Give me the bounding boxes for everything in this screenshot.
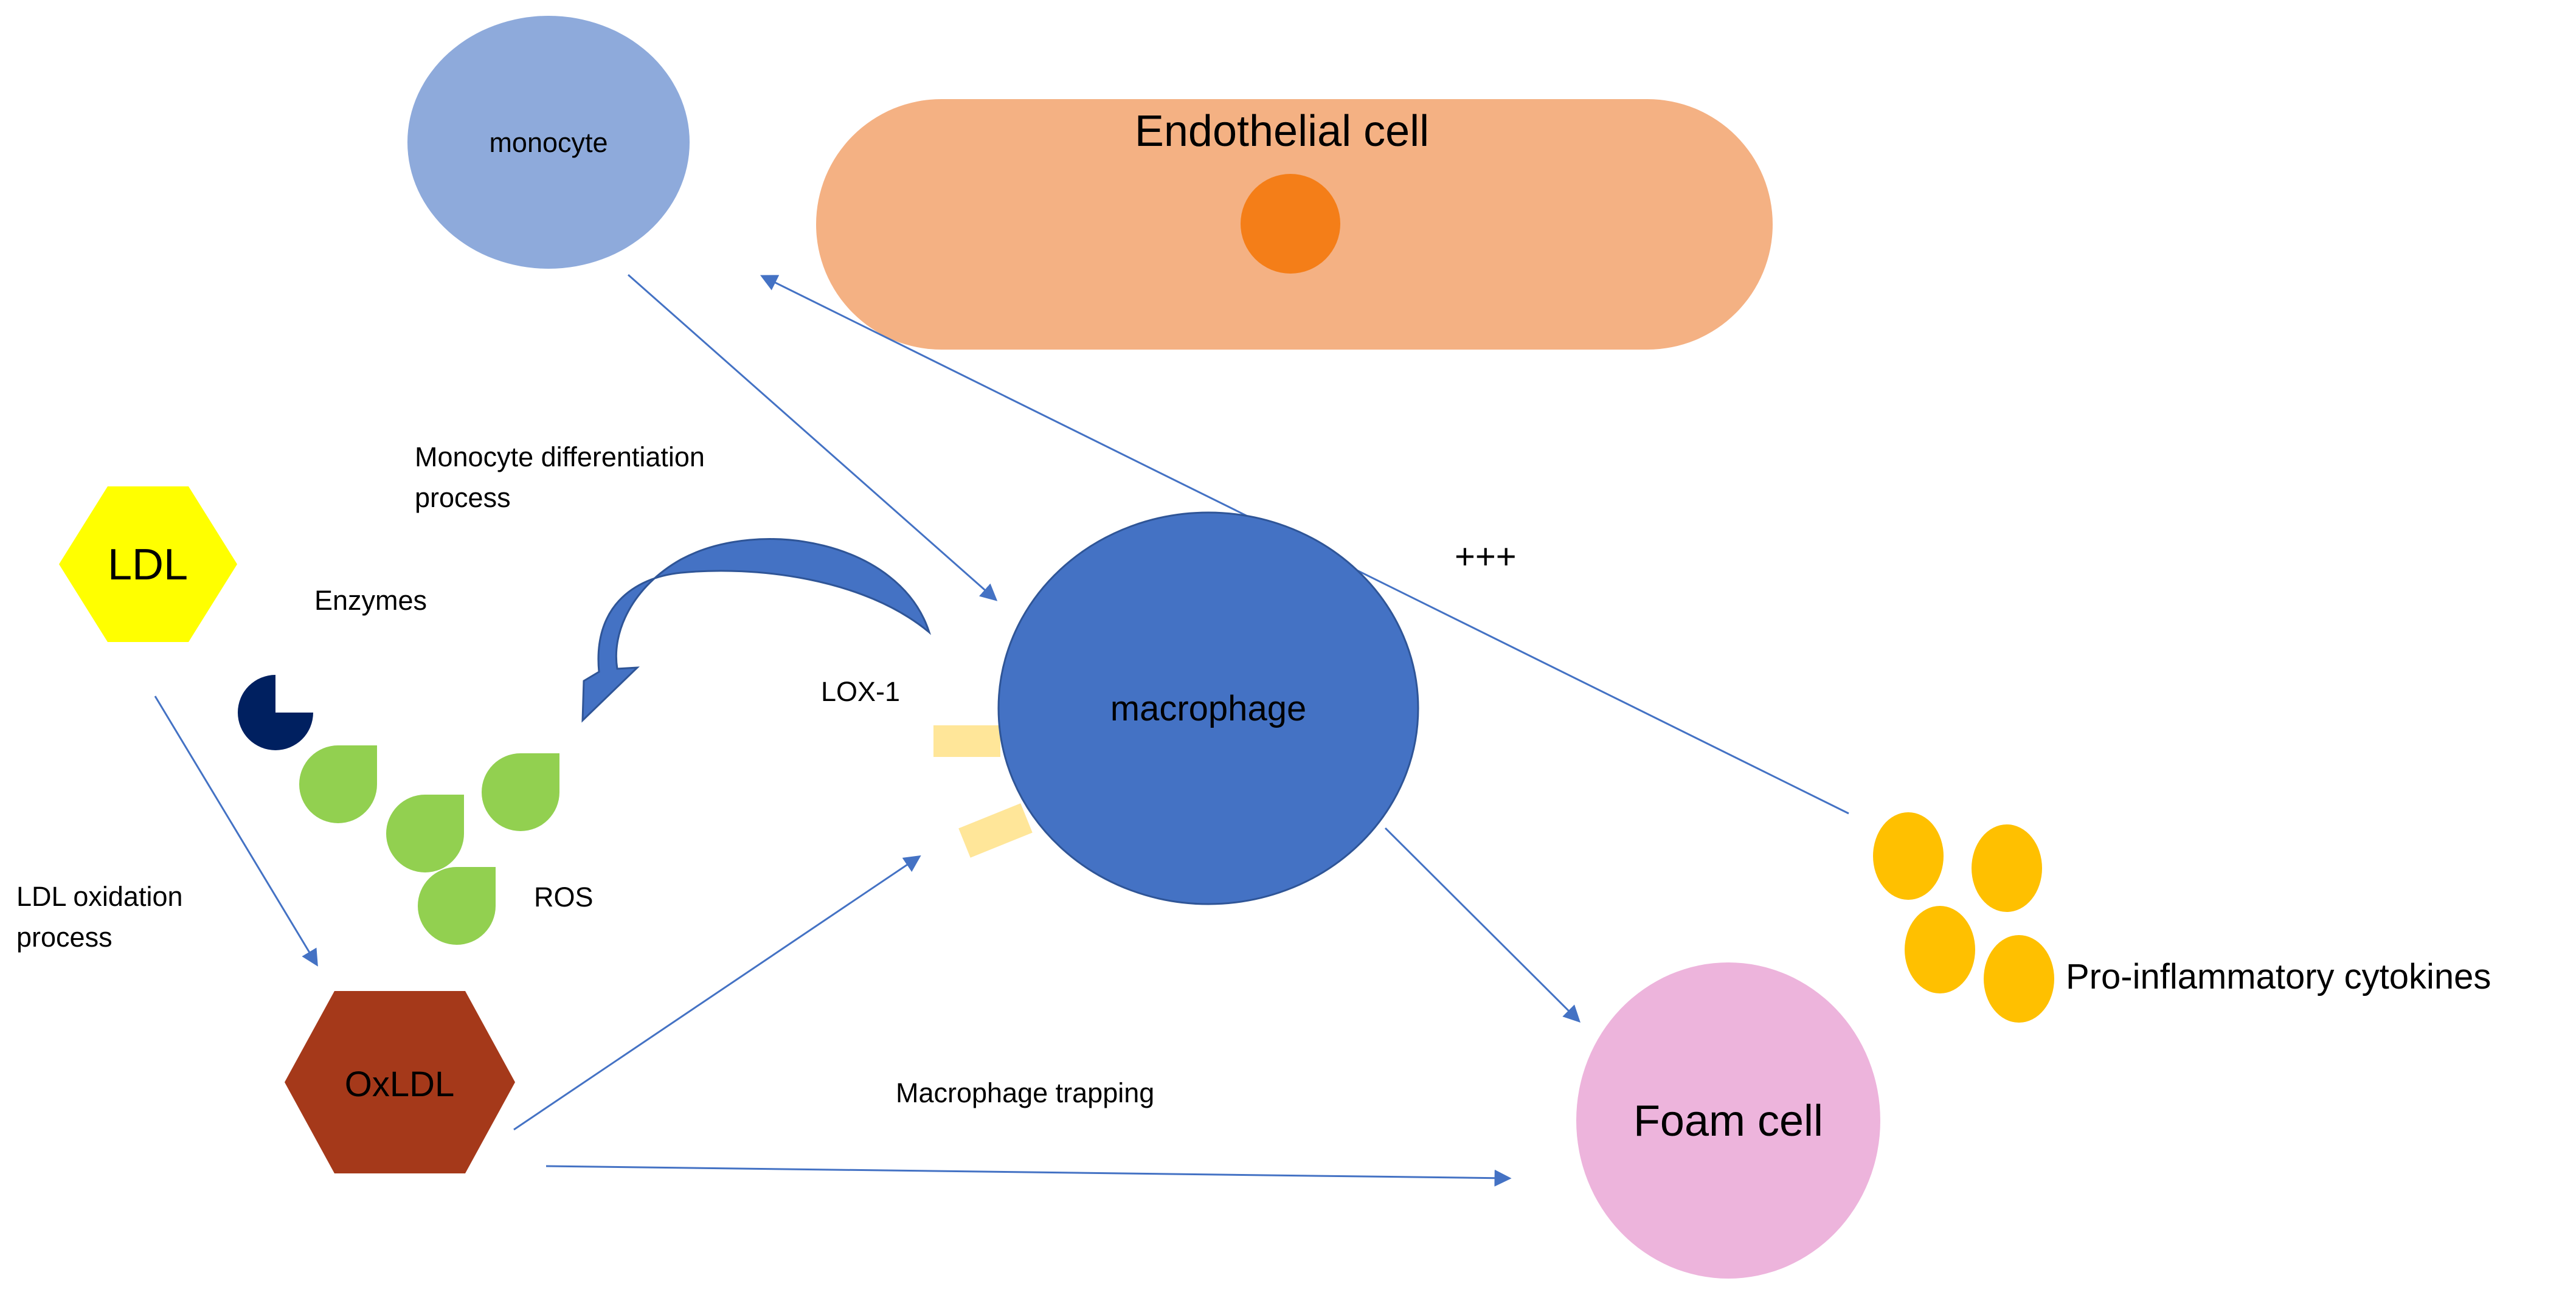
cytokine-particle: [1984, 935, 2054, 1023]
ldl-label: LDL: [108, 540, 188, 589]
monocyte-label: monocyte: [489, 127, 608, 158]
ldl-oxidation-label-line2: process: [16, 922, 113, 953]
cytokine-particle: [1873, 812, 1944, 900]
macrophage-label: macrophage: [1110, 689, 1306, 728]
ros-droplet-icon: [386, 795, 464, 872]
arrow-ldl-to-oxldl: [154, 696, 318, 967]
oxldl-hexagon: [285, 991, 515, 1173]
enzyme-pac-man-icon: [238, 675, 313, 750]
cytokine-particle: [1905, 906, 1975, 993]
oxldl-label: OxLDL: [345, 1065, 455, 1104]
lox1-label: LOX-1: [821, 676, 900, 707]
monocyte-differentiation-label: Monocyte differentiation: [415, 441, 705, 472]
foam-cell: [1576, 962, 1880, 1279]
monocyte-differentiation-label-line2: process: [415, 482, 511, 513]
endothelial-nucleus: [1241, 174, 1340, 274]
macrophage-cell: [997, 511, 1419, 905]
pro-inflammatory-cytokines-label: Pro-inflammatory cytokines: [2066, 957, 2491, 996]
enzymes-label: Enzymes: [314, 585, 427, 616]
macrophage-trapping-label: Macrophage trapping: [896, 1077, 1154, 1108]
foam-cell-label: Foam cell: [1633, 1097, 1823, 1145]
endothelial-cell-label: Endothelial cell: [1135, 107, 1429, 156]
arrow-oxldl-to-macrophage: [513, 855, 921, 1131]
lox1-receptor: [933, 725, 1000, 757]
arrow-macrophage-to-foam-cell: [1384, 827, 1581, 1023]
ros-droplet-icon: [482, 753, 559, 831]
ros-droplet-icon: [418, 867, 496, 945]
lox1-receptor: [958, 803, 1033, 858]
ldl-hexagon: [59, 486, 237, 642]
plus-label: +++: [1455, 537, 1517, 576]
curved-arrow-icon: [581, 538, 932, 723]
cytokine-particle: [1972, 824, 2042, 912]
arrow-oxldl-to-foam-cell: [545, 1165, 1512, 1187]
monocyte-cell: [407, 16, 690, 269]
ros-droplet-icon: [299, 745, 377, 823]
ldl-oxidation-label: LDL oxidation: [16, 881, 183, 912]
arrow-monocyte-to-macrophage: [628, 274, 998, 601]
ros-label: ROS: [534, 882, 594, 913]
